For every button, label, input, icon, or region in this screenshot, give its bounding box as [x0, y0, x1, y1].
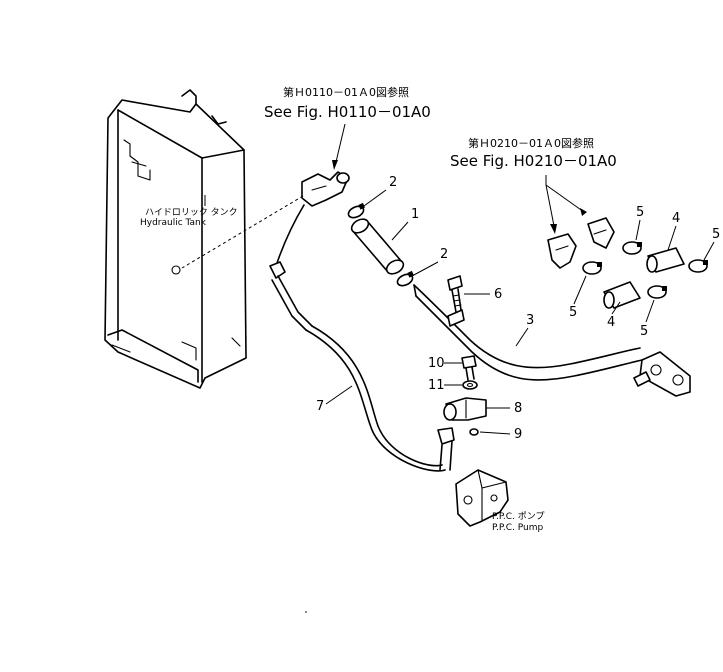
callout-5-c: 5	[569, 305, 577, 320]
hydraulic-tank	[104, 89, 247, 389]
callout-4-lower: 4	[607, 315, 615, 330]
ref-note-1-en: See Fig. H0110－01A0	[264, 103, 431, 121]
callout-2-lower: 2	[440, 247, 448, 262]
clamp-5-b	[688, 259, 708, 273]
ref-note-1-jp: 第Ｈ0110－01Ａ0図参照	[283, 85, 409, 99]
ref-note-2-arrowhead-b	[580, 208, 587, 216]
callout-5-b: 5	[712, 227, 720, 242]
bolt-10	[461, 355, 477, 381]
callout-7: 7	[316, 399, 324, 414]
callout-9: 9	[514, 427, 522, 442]
callout-1: 1	[411, 207, 419, 222]
ref-note-2-jp: 第Ｈ0210－01Ａ0図参照	[468, 136, 594, 150]
callout-10: 10	[428, 356, 445, 371]
tank-label-jp: ハイドロリック タンク	[145, 207, 238, 218]
callout-5-a: 5	[636, 205, 644, 220]
pump-label-jp: P.P.C. ポンプ	[492, 511, 545, 522]
callout-6: 6	[494, 287, 502, 302]
callouts: 1 2 2 3 4 4 5 5 5 5 6 7 8 9 10 11	[316, 175, 720, 442]
elbow-8	[443, 397, 487, 421]
o-ring-9	[469, 428, 479, 436]
ref-note-2-leader-a	[545, 175, 555, 227]
bracket-a	[547, 233, 577, 269]
callout-3: 3	[526, 313, 534, 328]
hose-4-upper	[646, 247, 685, 273]
callout-5-d: 5	[640, 324, 648, 339]
ref-note-2-arrowhead-a	[550, 224, 557, 234]
ppc-pump	[455, 469, 509, 527]
ref-note-2-en: See Fig. H0210－01A0	[450, 152, 617, 170]
pump-label-en: P.P.C. Pump	[492, 523, 544, 533]
callout-8: 8	[514, 401, 522, 416]
hose-7	[269, 204, 455, 472]
clamp-2-lower	[396, 270, 414, 287]
hose-4-lower	[603, 281, 641, 309]
ref-note-1-arrowhead	[332, 160, 338, 170]
callout-11: 11	[428, 378, 445, 393]
washer-11	[462, 380, 478, 390]
callout-4-upper: 4	[672, 211, 680, 226]
ref-note-2-leader-b	[545, 184, 585, 213]
clamp-5-c	[582, 261, 602, 275]
callout-2-upper: 2	[389, 175, 397, 190]
elbow-to-tank-line	[181, 195, 304, 269]
elbow-fitting	[301, 171, 350, 207]
clamp-2-upper	[347, 202, 365, 219]
speck	[305, 611, 307, 613]
ref-note-1-leader	[335, 123, 346, 163]
hose-1	[350, 218, 405, 275]
tube-3	[413, 284, 691, 397]
tank-label-en: Hydraulic Tank	[140, 218, 207, 228]
bolt-6	[447, 275, 463, 313]
bracket-b	[587, 217, 615, 249]
clamp-5-d	[647, 285, 667, 299]
clamp-5-a	[622, 241, 642, 255]
